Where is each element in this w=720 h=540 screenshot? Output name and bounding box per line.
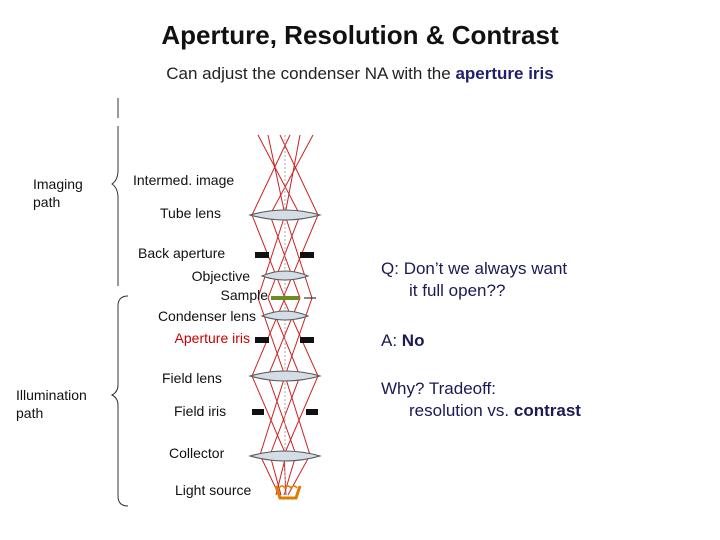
answer-prefix: A:: [381, 331, 398, 350]
label-tube-lens: Tube lens: [160, 205, 221, 221]
answer-value: No: [401, 331, 425, 350]
label-objective: Objective: [191, 268, 250, 284]
page-title: Aperture, Resolution & Contrast: [161, 20, 559, 50]
question-text: Q: Don’t we always want it full open??: [381, 258, 711, 302]
label-collector: Collector: [169, 445, 225, 461]
label-light-source: Light source: [175, 482, 252, 498]
label-back-aperture: Back aperture: [138, 245, 226, 261]
illumination-path-label: Illumination path: [16, 387, 87, 421]
back-aperture-right: [300, 252, 314, 258]
question-prefix: Q:: [381, 259, 399, 278]
sample-slide: [271, 296, 299, 300]
label-condenser-lens: Condenser lens: [157, 308, 256, 324]
ray-6: [284, 134, 313, 496]
tube-lens-shape: [248, 209, 322, 221]
back-aperture-left: [255, 252, 269, 258]
collector-lens-shape: [248, 450, 322, 462]
label-sample: Sample: [220, 287, 268, 303]
label-intermed-image: Intermed. image: [133, 172, 235, 188]
subtitle-highlight: aperture iris: [455, 64, 554, 83]
ray-5: [257, 134, 286, 496]
condenser-lens-shape: [260, 310, 310, 321]
field-iris-left: [252, 409, 264, 415]
ray-2: [267, 134, 314, 496]
tradeoff-bold: contrast: [513, 401, 581, 420]
aperture-iris-right: [300, 337, 314, 343]
label-field-iris: Field iris: [174, 403, 227, 419]
answer-text: A: No: [381, 330, 581, 352]
tradeoff-prefix: resolution vs.: [409, 401, 514, 420]
lamp-filament: [278, 485, 298, 490]
objective-lens-shape: [260, 270, 310, 281]
question-line2: it full open??: [409, 281, 506, 300]
field-iris-right: [306, 409, 318, 415]
label-aperture-iris: Aperture iris: [174, 330, 250, 346]
aperture-iris-left: [255, 337, 269, 343]
why-line: Why? Tradeoff:: [381, 379, 496, 398]
subtitle-prefix: Can adjust the condenser NA with the: [166, 64, 456, 83]
imaging-path-brace: [111, 98, 119, 286]
illumination-path-brace: [110, 295, 129, 507]
tradeoff-text: Why? Tradeoff: resolution vs. contrast: [381, 378, 716, 422]
lamp-icon: [274, 485, 302, 500]
subtitle: Can adjust the condenser NA with the ape…: [0, 64, 720, 84]
imaging-path-label: Imaging path: [33, 176, 83, 210]
field-lens-shape: [248, 370, 322, 382]
label-field-lens: Field lens: [162, 370, 222, 386]
question-line1: Don’t we always want: [403, 259, 568, 278]
